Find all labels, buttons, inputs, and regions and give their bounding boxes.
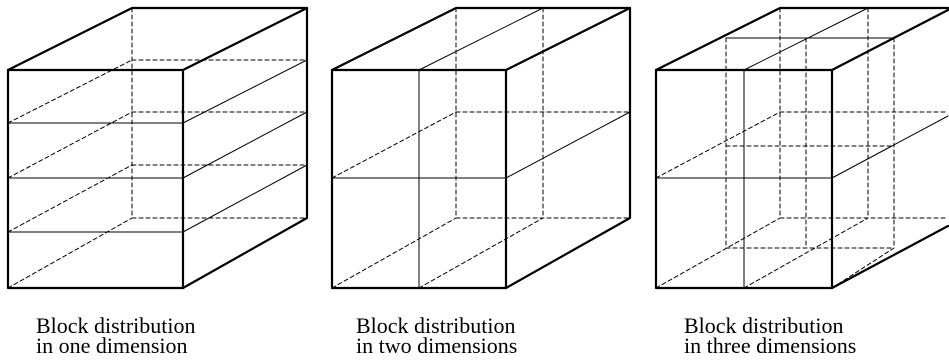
caption-line: Block distribution — [684, 313, 844, 338]
caption-one-dimension: Block distribution in one dimension — [36, 313, 196, 358]
partition-planes — [7, 59, 308, 233]
outer-edges — [654, 6, 949, 290]
hidden-edges — [331, 7, 631, 289]
outer-edges — [6, 6, 309, 290]
partition-planes — [655, 7, 949, 289]
outer-edges — [330, 6, 632, 290]
hidden-edges — [7, 7, 308, 289]
caption-line: Block distribution — [356, 313, 516, 338]
cube-two-dimensions — [330, 6, 632, 290]
caption-line: Block distribution — [36, 313, 196, 338]
hidden-edges — [655, 7, 949, 289]
partition-planes — [331, 7, 631, 289]
caption-three-dimensions: Block distribution in three dimensions — [684, 313, 857, 358]
caption-two-dimensions: Block distribution in two dimensions — [356, 313, 518, 358]
caption-line: in two dimensions — [356, 333, 518, 358]
caption-line: in three dimensions — [684, 333, 857, 358]
caption-line: in one dimension — [36, 333, 188, 358]
cube-three-dimensions — [654, 6, 949, 290]
cube-one-dimension — [6, 6, 309, 290]
